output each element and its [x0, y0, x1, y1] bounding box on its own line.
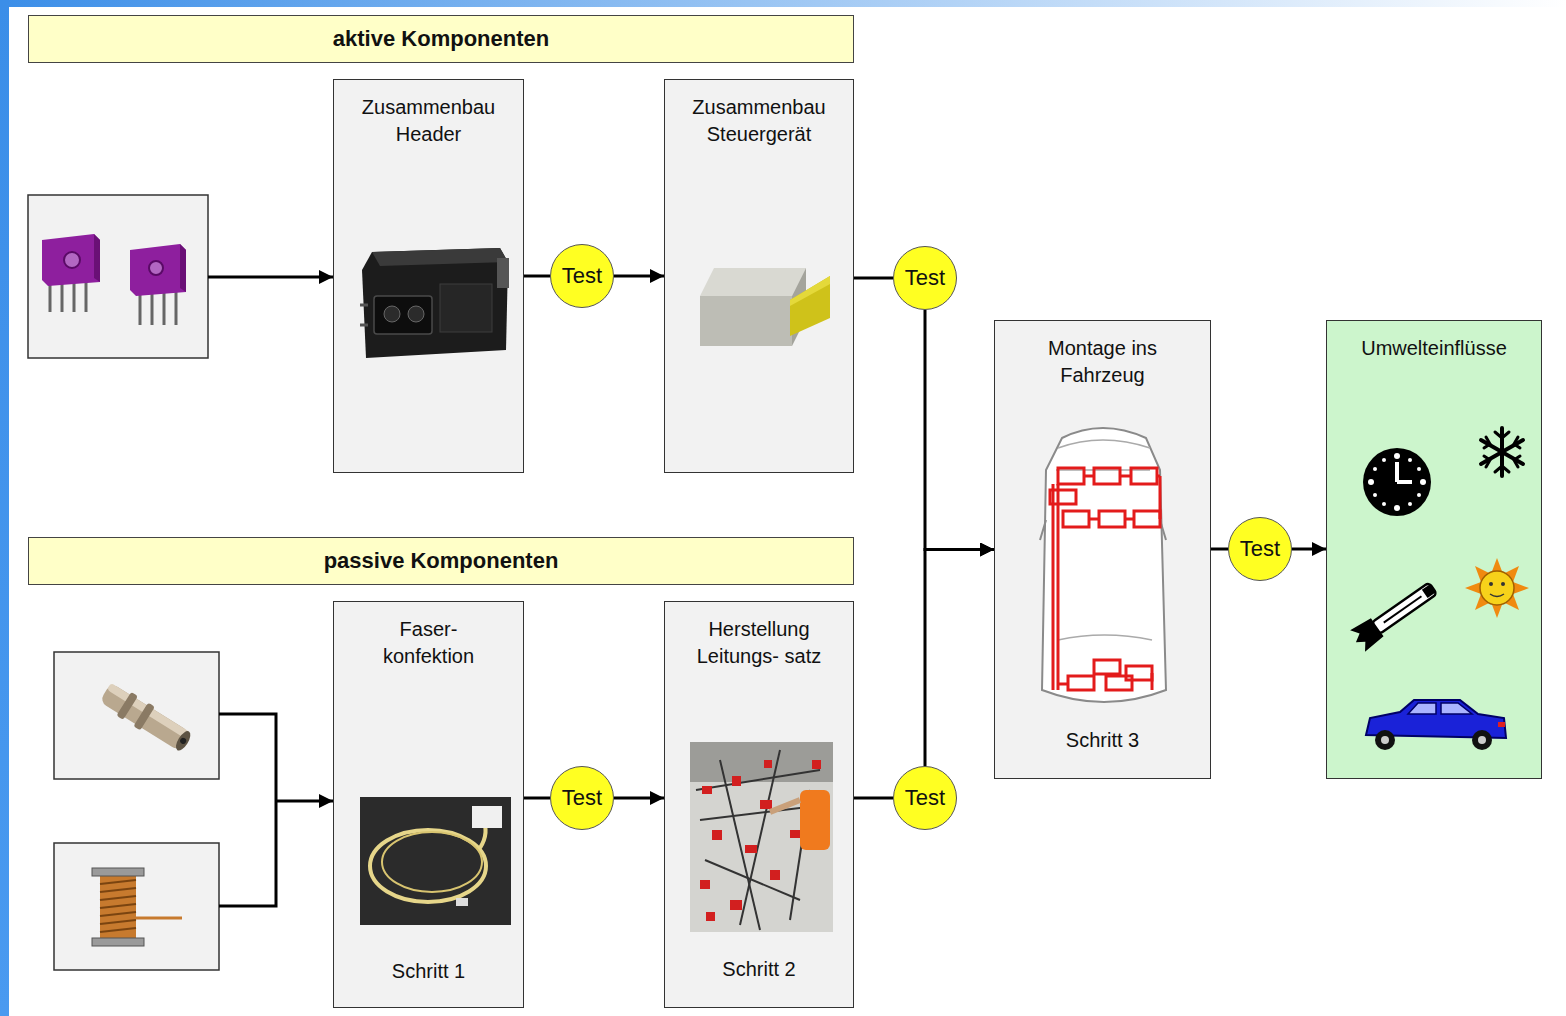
process-box: Zusammenbau Header	[333, 79, 524, 473]
box-title: Herstellung Leitungs- satz	[697, 616, 822, 670]
box-title: Zusammenbau Steuergerät	[674, 94, 844, 148]
connector	[1211, 548, 1228, 551]
band-title: aktive Komponenten	[333, 26, 549, 52]
box-title: Zusammenbau Header	[344, 94, 514, 148]
frame-strip	[0, 0, 9, 1016]
harness-photo	[690, 742, 833, 932]
control-unit	[700, 268, 830, 346]
test-label: Test	[562, 785, 602, 811]
spool-picture	[54, 714, 333, 970]
test-label: Test	[562, 263, 602, 289]
snowflake-icon	[1481, 428, 1523, 476]
test-circle: Test	[893, 766, 957, 830]
section-band: passive Komponenten	[28, 537, 854, 585]
connector	[854, 797, 893, 800]
test-circle: Test	[1228, 517, 1292, 581]
box-title: Montage ins Fahrzeug	[1028, 335, 1178, 389]
process-box: Faser- konfektionSchritt 1	[333, 601, 524, 1008]
connector	[925, 310, 994, 550]
test-circle: Test	[550, 766, 614, 830]
connector	[1292, 548, 1326, 551]
sun-icon	[1465, 558, 1529, 618]
box-title: Umwelteinflüsse	[1339, 335, 1529, 362]
step-label: Schritt 3	[995, 728, 1210, 752]
connector	[524, 275, 550, 278]
step-label: Schritt 2	[665, 957, 853, 981]
wrench-icon	[1348, 578, 1440, 653]
connector	[854, 277, 893, 280]
connector	[614, 275, 664, 278]
process-box: Zusammenbau Steuergerät	[664, 79, 854, 473]
section-band: aktive Komponenten	[28, 15, 854, 63]
box-title: Faser- konfektion	[369, 616, 489, 670]
clock-icon	[1363, 448, 1431, 516]
fiber-photo	[360, 797, 511, 925]
connector	[925, 550, 994, 767]
ferrule-picture	[54, 652, 219, 779]
connector	[614, 797, 664, 800]
band-title: passive Komponenten	[324, 548, 559, 574]
step-label: Schritt 1	[334, 959, 523, 983]
car-top-view	[1040, 428, 1166, 702]
process-box: Umwelteinflüsse	[1326, 320, 1542, 779]
connector	[524, 797, 550, 800]
frame-strip	[0, 0, 1566, 7]
test-label: Test	[905, 785, 945, 811]
component-picture	[28, 195, 333, 358]
test-label: Test	[905, 265, 945, 291]
header-connector	[360, 248, 509, 358]
test-circle: Test	[550, 244, 614, 308]
test-label: Test	[1240, 536, 1280, 562]
process-box: Montage ins FahrzeugSchritt 3	[994, 320, 1211, 779]
process-box: Herstellung Leitungs- satzSchritt 2	[664, 601, 854, 1008]
car-icon	[1366, 700, 1506, 750]
test-circle: Test	[893, 246, 957, 310]
